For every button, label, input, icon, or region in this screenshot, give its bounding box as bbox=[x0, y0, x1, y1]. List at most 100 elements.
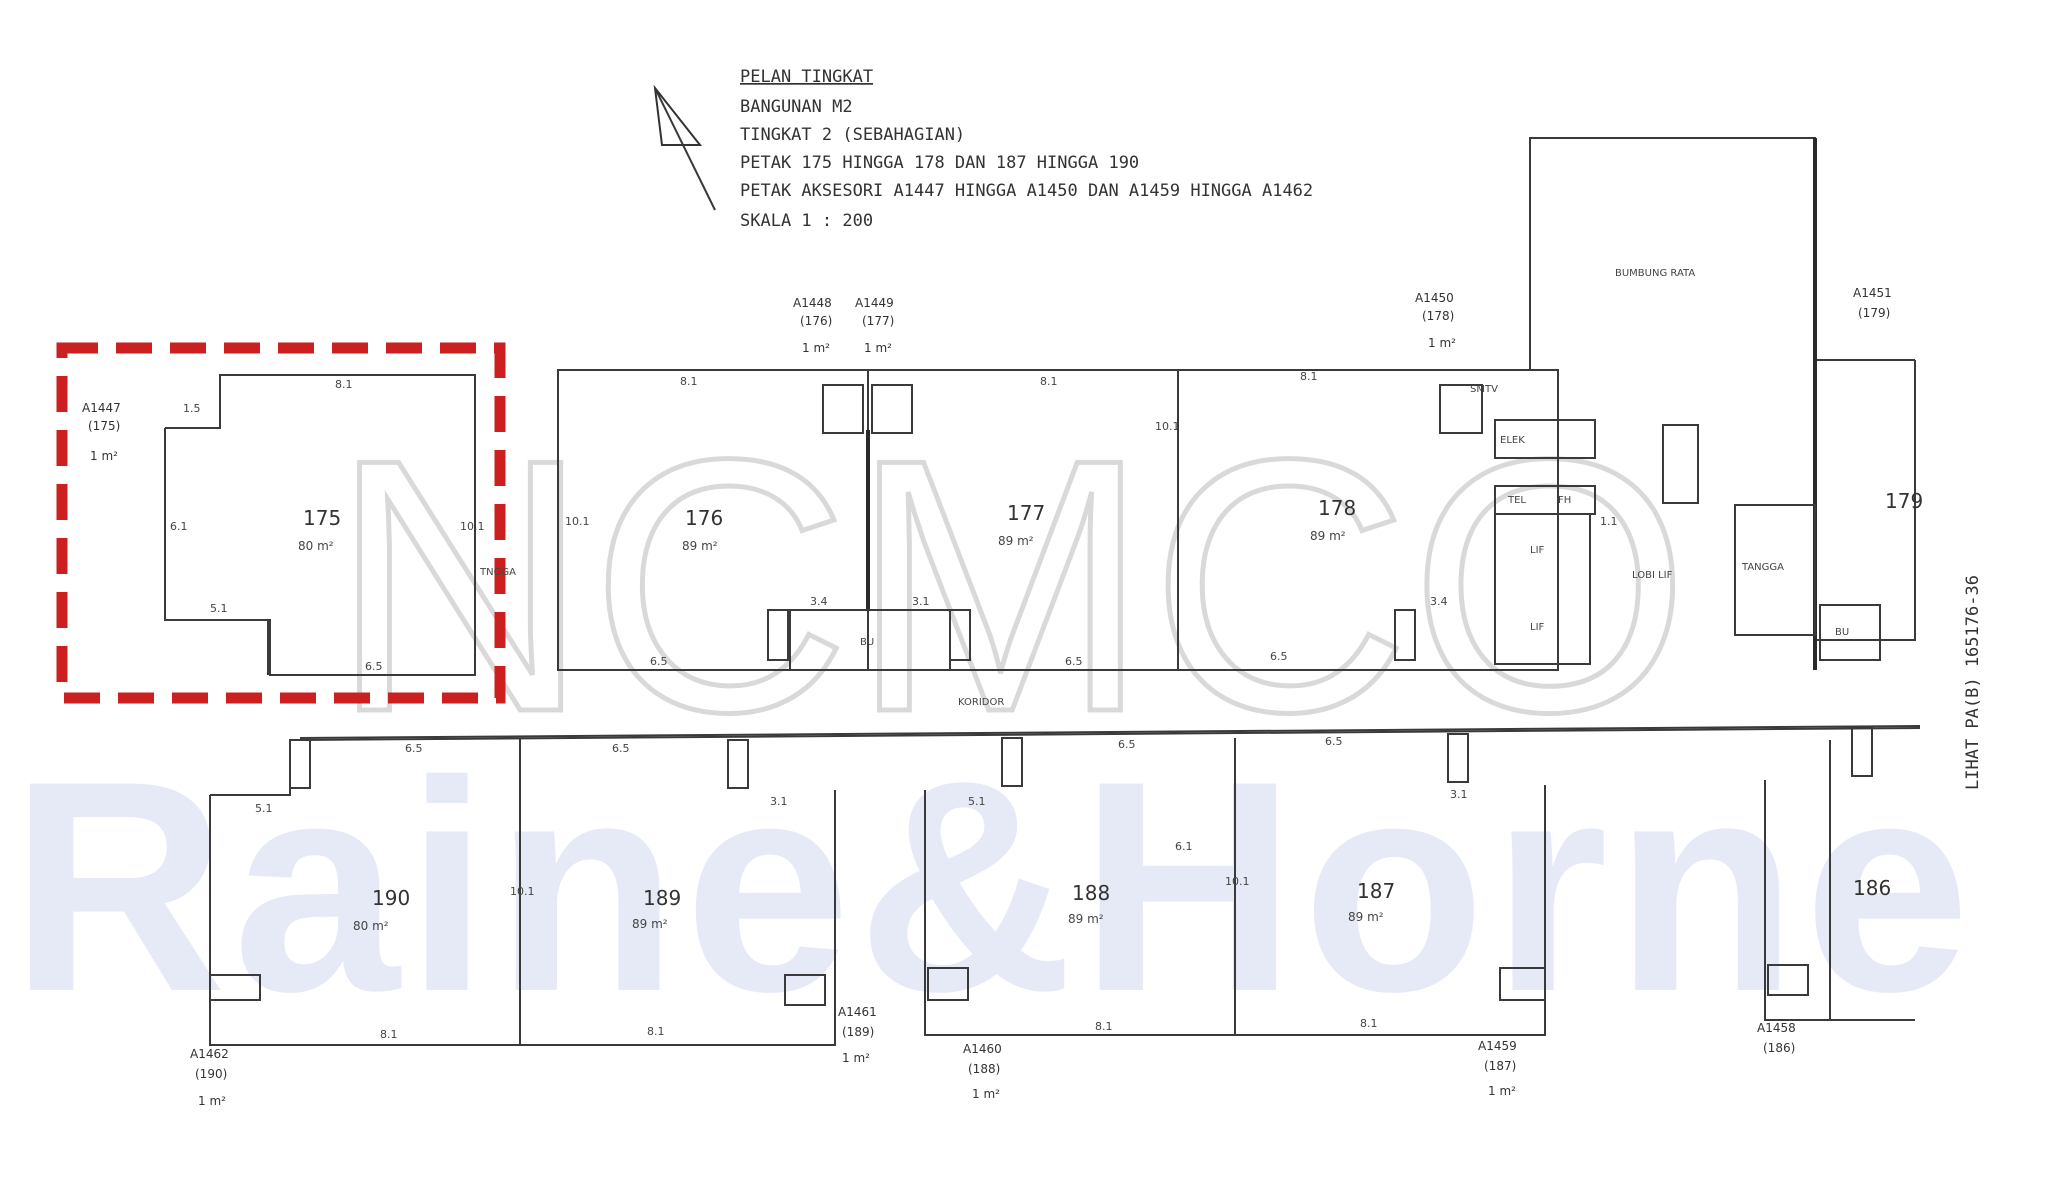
dim-175-left: 6.1 bbox=[170, 520, 188, 533]
acc-a1447-area: 1 m² bbox=[90, 449, 118, 463]
dim-188-top: 6.5 bbox=[1118, 738, 1136, 751]
label-fh: FH bbox=[1558, 495, 1571, 506]
dim-189-top: 6.5 bbox=[612, 742, 630, 755]
acc-a1451-code: A1451 bbox=[1853, 286, 1892, 300]
acc-a1459-code: A1459 bbox=[1478, 1039, 1517, 1053]
dim-187-bottom: 8.1 bbox=[1360, 1017, 1378, 1030]
unit-177-number: 177 bbox=[1007, 501, 1045, 525]
unit-187-number: 187 bbox=[1357, 879, 1395, 903]
unit-189-area: 89 m² bbox=[632, 917, 668, 931]
dim-177-bottom: 6.5 bbox=[1065, 655, 1083, 668]
watermark-overlay: NCMCO bbox=[330, 385, 1690, 787]
dim-175-bottom: 5.1 bbox=[210, 602, 228, 615]
acc-a1451-parcel: (179) bbox=[1858, 306, 1890, 320]
acc-a1449-area: 1 m² bbox=[864, 341, 892, 355]
unit-175-number: 175 bbox=[303, 506, 341, 530]
dim-175-lower: 6.5 bbox=[365, 660, 383, 673]
dim-177-right: 10.1 bbox=[1155, 420, 1180, 433]
acc-a1460-code: A1460 bbox=[963, 1042, 1002, 1056]
dim-bu-w1: 3.4 bbox=[810, 595, 828, 608]
acc-a1449-code: A1449 bbox=[855, 296, 894, 310]
dim-190-top: 6.5 bbox=[405, 742, 423, 755]
dim-188-upper: 5.1 bbox=[968, 795, 986, 808]
unit-179-number: 179 bbox=[1885, 489, 1923, 513]
unit-186-number: 186 bbox=[1853, 876, 1891, 900]
unit-178-area: 89 m² bbox=[1310, 529, 1346, 543]
title-block: PELAN TINGKAT BANGUNAN M2 TINGKAT 2 (SEB… bbox=[740, 67, 1313, 231]
dim-188-left: 6.1 bbox=[1175, 840, 1193, 853]
label-tel: TEL bbox=[1507, 495, 1526, 506]
building-outline bbox=[209, 137, 1921, 1046]
dim-176-bottom: 6.5 bbox=[650, 655, 668, 668]
unit-175-area: 80 m² bbox=[298, 539, 334, 553]
dim-187-upper: 3.1 bbox=[1450, 788, 1468, 801]
unit-187-area: 89 m² bbox=[1348, 910, 1384, 924]
acc-a1450-code: A1450 bbox=[1415, 291, 1454, 305]
acc-a1448-area: 1 m² bbox=[802, 341, 830, 355]
label-bumbung: BUMBUNG RATA bbox=[1615, 268, 1695, 279]
north-arrow-icon bbox=[653, 84, 716, 211]
acc-a1462-code: A1462 bbox=[190, 1047, 229, 1061]
unit-176-number: 176 bbox=[685, 506, 723, 530]
acc-a1448-parcel: (176) bbox=[800, 314, 832, 328]
label-tangga: TANGGA bbox=[1741, 562, 1784, 573]
unit-175-outline bbox=[164, 374, 476, 676]
label-bu-2: BU bbox=[1835, 627, 1849, 638]
zone-labels: BUMBUNG RATA KORIDOR TANGGA LOBI LIF LIF… bbox=[479, 268, 1849, 708]
acc-a1449-parcel: (177) bbox=[862, 314, 894, 328]
label-lobi-lif: LOBI LIF bbox=[1632, 570, 1673, 581]
building-line: BANGUNAN M2 bbox=[740, 97, 853, 117]
label-elek: ELEK bbox=[1500, 435, 1525, 446]
dim-175-right: 10.1 bbox=[460, 520, 485, 533]
label-bu-1: BU bbox=[860, 637, 874, 648]
acc-a1450-area: 1 m² bbox=[1428, 336, 1456, 350]
acc-a1450-parcel: (178) bbox=[1422, 309, 1454, 323]
acc-a1460-parcel: (188) bbox=[968, 1062, 1000, 1076]
dim-178-bottom: 6.5 bbox=[1270, 650, 1288, 663]
dim-178-top: 8.1 bbox=[1300, 370, 1318, 383]
acc-a1448-code: A1448 bbox=[793, 296, 832, 310]
highlight-frame bbox=[56, 342, 506, 704]
plan-heading: PELAN TINGKAT bbox=[740, 67, 873, 87]
label-tangga-short: TNGGA bbox=[479, 567, 516, 578]
dim-189-bottom: 8.1 bbox=[647, 1025, 665, 1038]
acc-a1447-parcel: (175) bbox=[88, 419, 120, 433]
dim-188-right: 10.1 bbox=[1225, 875, 1250, 888]
acc-a1459-area: 1 m² bbox=[1488, 1084, 1516, 1098]
unit-190-number: 190 bbox=[372, 886, 410, 910]
acc-a1461-code: A1461 bbox=[838, 1005, 877, 1019]
label-smtv: SMTV bbox=[1470, 384, 1498, 395]
dim-175-top: 8.1 bbox=[335, 378, 353, 391]
unit-188-area: 89 m² bbox=[1068, 912, 1104, 926]
dim-176-left: 10.1 bbox=[565, 515, 590, 528]
dim-189-left: 10.1 bbox=[510, 885, 535, 898]
label-koridor: KORIDOR bbox=[958, 697, 1004, 708]
accessory-line: PETAK AKSESORI A1447 HINGGA A1450 DAN A1… bbox=[740, 181, 1313, 201]
dim-176-top: 8.1 bbox=[680, 375, 698, 388]
label-lif-1: LIF bbox=[1530, 545, 1545, 556]
acc-a1461-parcel: (189) bbox=[842, 1025, 874, 1039]
dim-core-11: 1.1 bbox=[1600, 515, 1618, 528]
floor-line: TINGKAT 2 (SEBAHAGIAN) bbox=[740, 125, 965, 145]
accessory-labels: A1447 (175) 1 m² A1448 (176) 1 m² A1449 … bbox=[82, 286, 1892, 1108]
dimension-labels: 8.1 10.1 6.1 5.1 6.5 1.5 8.1 8.1 8.1 3.4… bbox=[170, 370, 1618, 1041]
dim-a1447-w: 1.5 bbox=[183, 402, 201, 415]
watermark-brand: Raine&Horne bbox=[10, 718, 1976, 1054]
dim-177-top: 8.1 bbox=[1040, 375, 1058, 388]
scale-line: SKALA 1 : 200 bbox=[740, 211, 873, 231]
unit-176-area: 89 m² bbox=[682, 539, 718, 553]
acc-a1461-area: 1 m² bbox=[842, 1051, 870, 1065]
acc-a1458-code: A1458 bbox=[1757, 1021, 1796, 1035]
acc-a1447-code: A1447 bbox=[82, 401, 121, 415]
dim-178-core: 3.4 bbox=[1430, 595, 1448, 608]
label-lif-2: LIF bbox=[1530, 622, 1545, 633]
unit-190-area: 80 m² bbox=[353, 919, 389, 933]
dim-bu-w2: 3.1 bbox=[912, 595, 930, 608]
unit-labels: 175 80 m² 176 89 m² 177 89 m² 178 89 m² … bbox=[298, 489, 1923, 933]
acc-a1459-parcel: (187) bbox=[1484, 1059, 1516, 1073]
unit-178-number: 178 bbox=[1318, 496, 1356, 520]
dim-189-upper: 3.1 bbox=[770, 795, 788, 808]
dim-190-upper: 5.1 bbox=[255, 802, 273, 815]
parcels-line: PETAK 175 HINGGA 178 DAN 187 HINGGA 190 bbox=[740, 153, 1139, 173]
